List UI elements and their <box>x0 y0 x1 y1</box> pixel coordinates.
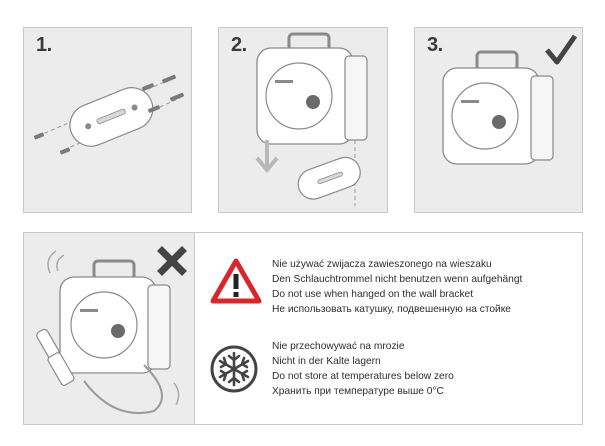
warning-line: Den Schlauchtrommel nicht benutzen wenn … <box>272 274 523 285</box>
misuse-illustration <box>36 246 187 414</box>
step-2-number: 2. <box>231 34 247 56</box>
warning-triangle-icon <box>210 258 262 304</box>
warning-line: Не использовать катушку, подвешенную на … <box>272 304 511 315</box>
warnings-box: Nie używać zwijacza zawieszonego na wies… <box>23 232 583 425</box>
warning-line: Nie przechowywać na mrozie <box>272 341 405 352</box>
step-1-panel: 1. <box>23 27 192 213</box>
step-2-panel: 2. <box>218 27 388 213</box>
screw-icon <box>33 74 184 155</box>
bracket-mounting-illustration <box>33 74 184 155</box>
cross-icon <box>157 246 187 276</box>
warning-line: Do not store at temperatures below zero <box>272 371 454 382</box>
arrow-down-icon <box>255 140 279 174</box>
step-3-panel: 3. <box>414 27 583 213</box>
warning-text-hanging: Nie używać zwijacza zawieszonego na wies… <box>272 257 522 317</box>
warning-line: Хранить при температуре выше 0°C <box>272 386 444 397</box>
reel-mounted-illustration <box>442 34 578 165</box>
misuse-panel <box>24 233 195 424</box>
check-icon <box>545 34 578 65</box>
reel-hanging-illustration <box>255 32 368 206</box>
warning-line: Nicht in der Kalte lagern <box>272 356 381 367</box>
warning-line: Nie używać zwijacza zawieszonego na wies… <box>272 259 492 270</box>
warning-row-frost: Nie przechowywać na mrozie Nicht in der … <box>210 339 580 409</box>
snowflake-icon <box>210 345 258 393</box>
step-1-number: 1. <box>36 34 52 56</box>
warning-line: Do not use when hanged on the wall brack… <box>272 289 474 300</box>
warning-text-frost: Nie przechowywać na mrozie Nicht in der … <box>272 339 454 399</box>
warning-row-hanging: Nie używać zwijacza zawieszonego na wies… <box>210 257 580 327</box>
step-3-number: 3. <box>427 34 443 56</box>
